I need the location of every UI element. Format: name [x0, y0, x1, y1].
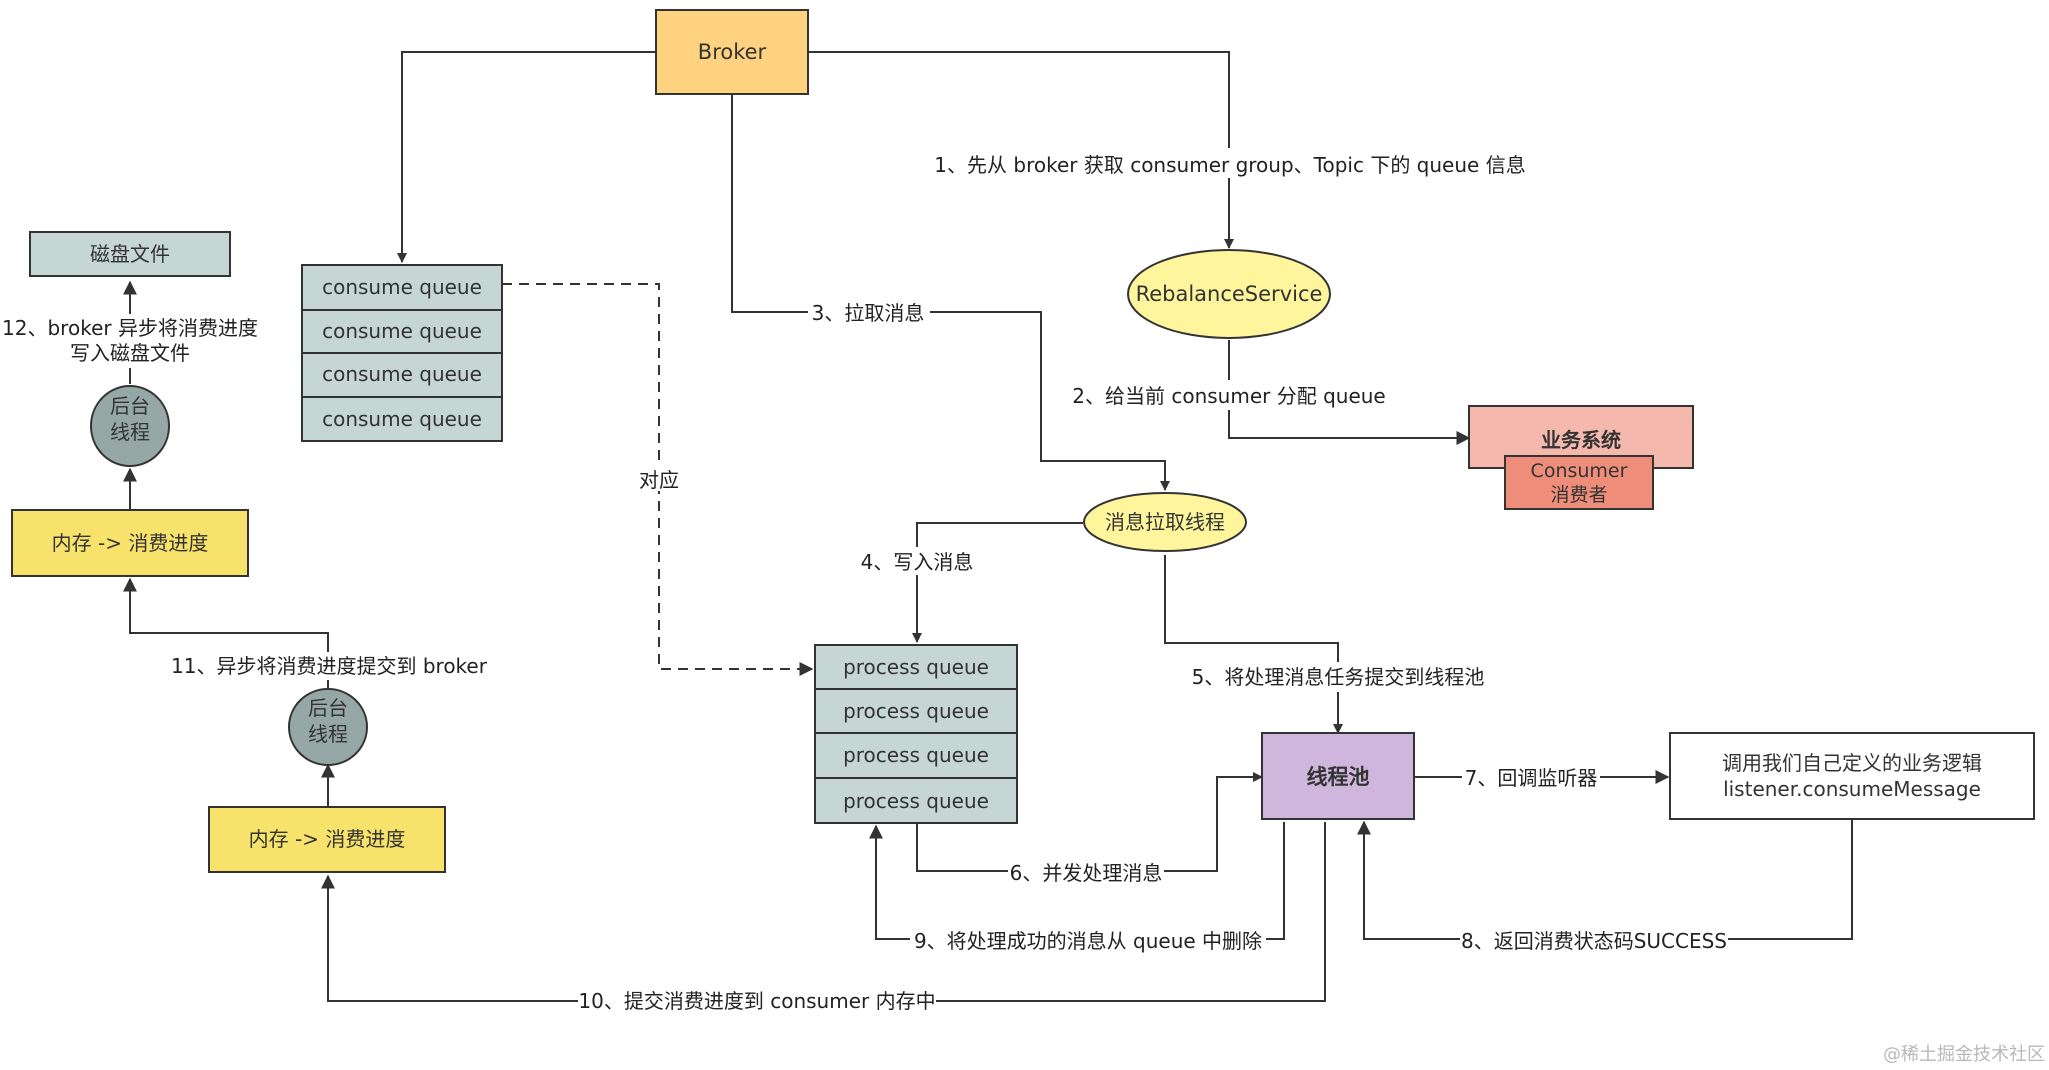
edge-broker-to-rebalance [808, 51, 1234, 249]
process-queue-1: process queue [843, 655, 989, 679]
edge-broker-to-pull-thread [731, 95, 1170, 491]
consume-queue-3: consume queue [322, 362, 482, 386]
process-queue-4: process queue [843, 789, 989, 813]
rebalance-label: RebalanceService [1136, 282, 1323, 306]
edge-label-9: 9、将处理成功的消息从 queue 中删除 [914, 929, 1262, 953]
business-title: 业务系统 [1541, 428, 1621, 452]
edge-thread-pool-to-memory [321, 822, 1326, 1002]
edge-label-7: 7、回调监听器 [1465, 766, 1598, 790]
edge-label-correspond: 对应 [639, 468, 679, 492]
process-queue-3: process queue [843, 743, 989, 767]
edge-listener-to-thread-pool [1357, 820, 1853, 940]
bg-thread-top-line1: 后台 [110, 394, 150, 418]
edge-label-8: 8、返回消费状态码SUCCESS [1461, 929, 1727, 953]
edge-pull-to-thread-pool [1164, 555, 1343, 734]
consumer-label: Consumer [1531, 460, 1628, 482]
edge-label-11: 11、异步将消费进度提交到 broker [171, 654, 488, 678]
business-system-node: 业务系统 Consumer 消费者 [1468, 405, 1694, 510]
edge-label-1: 1、先从 broker 获取 consumer group、Topic 下的 q… [934, 153, 1525, 177]
edge-broker-to-consume-queue [397, 51, 656, 263]
thread-pool-label: 线程池 [1307, 765, 1370, 789]
pull-thread-label: 消息拉取线程 [1105, 510, 1225, 534]
consume-queue-stack: consume queue consume queue consume queu… [301, 264, 503, 442]
memory-progress-bottom-node: 内存 -> 消费进度 [208, 806, 446, 873]
listener-line2: listener.consumeMessage [1723, 777, 1981, 801]
bg-thread-bottom-line1: 后台 [308, 696, 348, 720]
disk-file-node: 磁盘文件 [29, 231, 231, 277]
edge-label-10: 10、提交消费进度到 consumer 内存中 [578, 989, 935, 1013]
edge-label-3: 3、拉取消息 [812, 301, 925, 325]
memory-progress-top-node: 内存 -> 消费进度 [11, 509, 249, 577]
consume-queue-2: consume queue [322, 319, 482, 343]
edge-label-12-line1: 12、broker 异步将消费进度 [2, 316, 258, 340]
memory-top-label: 内存 -> 消费进度 [52, 531, 209, 555]
process-queue-2: process queue [843, 699, 989, 723]
bg-thread-bottom-line2: 线程 [308, 722, 348, 746]
bg-thread-top-line2: 线程 [110, 420, 150, 444]
watermark: @稀土掘金技术社区 [1883, 1044, 2045, 1065]
bg-thread-top-node: 后台 线程 [90, 385, 170, 467]
consumer-box [1504, 455, 1654, 510]
edge-label-2: 2、给当前 consumer 分配 queue [1072, 384, 1385, 408]
broker-node: Broker [655, 9, 809, 95]
consume-queue-1: consume queue [322, 275, 482, 299]
listener-line1: 调用我们自己定义的业务逻辑 [1722, 751, 1982, 775]
process-queue-stack: process queue process queue process queu… [814, 644, 1018, 824]
broker-label: Broker [698, 40, 767, 64]
consume-queue-4: consume queue [322, 407, 482, 431]
edge-process-to-thread-pool [916, 772, 1263, 872]
memory-bottom-label: 内存 -> 消费进度 [249, 827, 406, 851]
thread-pool-node: 线程池 [1261, 732, 1415, 820]
bg-thread-bottom-node: 后台 线程 [288, 688, 368, 766]
rebalance-service-node: RebalanceService [1127, 249, 1331, 339]
edge-rebalance-to-business [1228, 340, 1471, 445]
edge-label-6: 6、并发处理消息 [1010, 861, 1163, 885]
consumer-sub-label: 消费者 [1550, 484, 1607, 506]
edge-label-5: 5、将处理消息任务提交到线程池 [1192, 665, 1485, 689]
edge-label-4: 4、写入消息 [861, 550, 974, 574]
listener-node: 调用我们自己定义的业务逻辑 listener.consumeMessage [1669, 732, 2035, 820]
pull-thread-node: 消息拉取线程 [1083, 492, 1247, 552]
edge-pull-to-process-queue [912, 522, 1083, 643]
disk-file-label: 磁盘文件 [90, 242, 170, 266]
edge-label-12-line2: 写入磁盘文件 [70, 341, 190, 365]
